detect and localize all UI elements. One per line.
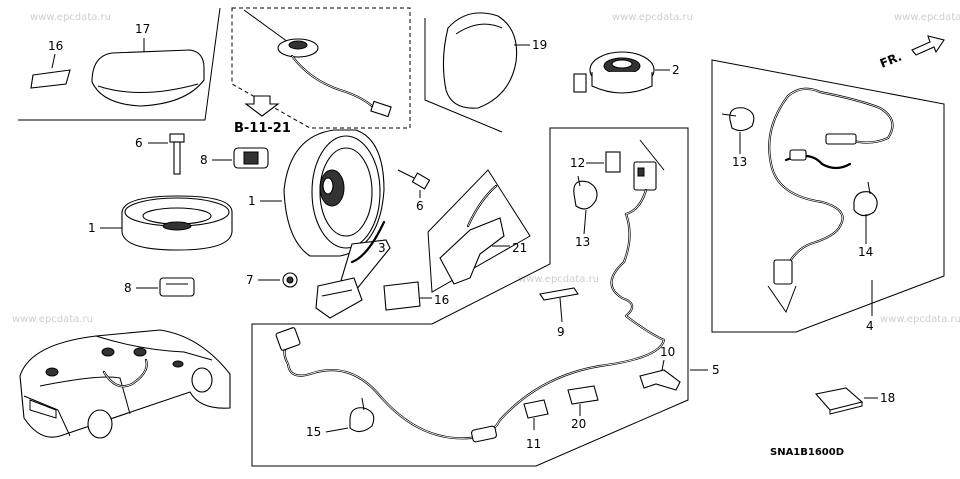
harness-connector-icon[interactable]: [633, 161, 657, 191]
callout-21: 21: [512, 241, 527, 255]
part-13-clamp[interactable]: [573, 180, 598, 210]
antenna-group: [231, 7, 411, 129]
callout-10: 10: [660, 345, 675, 359]
bracket-21-group: 21: [427, 169, 531, 293]
callout-6: 6: [135, 136, 143, 150]
callout-9: 9: [557, 325, 565, 339]
part-21-harness[interactable]: [439, 217, 505, 285]
watermark: www.epcdata.ru: [12, 314, 93, 325]
part-16-pad[interactable]: [30, 69, 71, 89]
callout-17: 17: [135, 22, 150, 36]
part-14-clamp[interactable]: [853, 191, 878, 217]
front-direction: FR.: [878, 35, 945, 71]
left-speaker-group: 6 8 1 8: [88, 133, 269, 297]
cross-reference[interactable]: B-11-21: [234, 121, 291, 136]
harness-end-connector-icon: [275, 327, 301, 351]
tweeter-group: 2: [573, 51, 680, 94]
watermark: www.epcdata.ru: [518, 274, 599, 285]
part-6-bolt[interactable]: [411, 172, 431, 190]
callout-8: 8: [124, 281, 132, 295]
part-17-rear-shelf[interactable]: [91, 49, 205, 107]
callout-5: 5: [712, 363, 720, 377]
front-arrow-icon: [911, 35, 945, 56]
shelf-group: 16 17: [18, 7, 221, 121]
callout-4: 4: [866, 319, 874, 333]
front-label: FR.: [878, 49, 904, 70]
callout-16: 16: [48, 39, 63, 53]
callout-18: 18: [880, 391, 895, 405]
rear-harness-group: 13 14 4: [711, 59, 945, 333]
watermark: www.epcdata.ru: [612, 12, 693, 23]
watermark: www.epcdata.ru: [894, 12, 960, 23]
part-8-clip[interactable]: [159, 277, 195, 297]
vehicle-icon: [19, 329, 231, 439]
main-harness-group: 12 13 9 10 5 15 11: [251, 127, 720, 467]
reference-block: B-11-21: [234, 95, 291, 136]
callout-12: 12: [570, 156, 585, 170]
callout-20: 20: [571, 417, 586, 431]
callout-15: 15: [306, 425, 321, 439]
part-3-bracket[interactable]: [339, 239, 391, 291]
diagram-code: SNA1B1600D: [770, 447, 844, 458]
part-16-pad[interactable]: [383, 281, 421, 311]
part-9-clip[interactable]: [539, 287, 579, 301]
callout-1: 1: [248, 194, 256, 208]
part-19-cover[interactable]: [442, 12, 518, 109]
callout-11: 11: [526, 437, 541, 451]
cover-group: 19: [424, 12, 547, 133]
callout-8: 8: [200, 153, 208, 167]
callout-19: 19: [532, 38, 547, 52]
part-18-pad[interactable]: [814, 387, 864, 411]
callout-14: 14: [858, 245, 873, 259]
part-18-group: 18: [814, 387, 895, 415]
part-10-clip[interactable]: [639, 369, 681, 391]
callout-6: 6: [416, 199, 424, 213]
watermark: www.epcdata.ru: [30, 12, 111, 23]
part-11-clip[interactable]: [523, 399, 549, 419]
amplifier-module[interactable]: [315, 277, 363, 319]
center-speaker-group: 1 3 6 7 16: [246, 129, 449, 319]
antenna-connector-icon: [370, 100, 392, 118]
callout-13: 13: [575, 235, 590, 249]
callout-13: 13: [732, 155, 747, 169]
callout-16: 16: [434, 293, 449, 307]
callout-1: 1: [88, 221, 96, 235]
callout-3: 3: [378, 241, 386, 255]
part-15-clamp[interactable]: [349, 407, 375, 433]
callout-7: 7: [246, 273, 254, 287]
watermarks: www.epcdata.ru www.epcdata.ru www.epcdat…: [12, 12, 960, 325]
part-13-clamp[interactable]: [729, 107, 755, 132]
part-12-clip[interactable]: [605, 151, 621, 173]
watermark: www.epcdata.ru: [880, 314, 960, 325]
rear-connector-icon[interactable]: [773, 259, 793, 285]
part-20-clip[interactable]: [567, 385, 599, 405]
callout-2: 2: [672, 63, 680, 77]
part-6-bolt[interactable]: [169, 133, 185, 143]
